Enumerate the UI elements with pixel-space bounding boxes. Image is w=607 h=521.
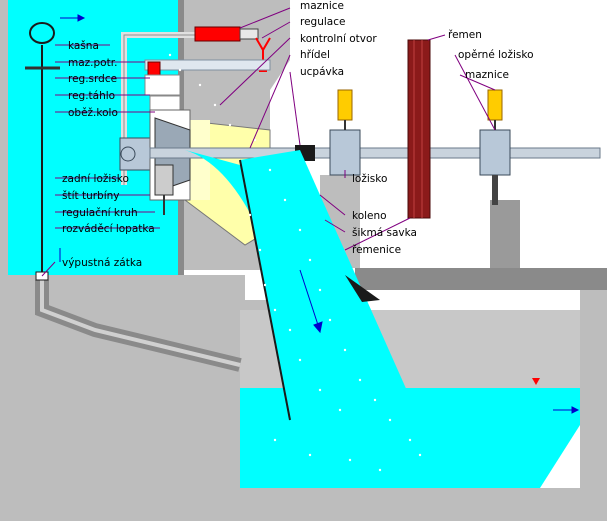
label-reg-tahlo: reg.táhlo [68, 90, 115, 102]
tailwater-floor [240, 488, 607, 521]
label-remenice: řemenice [352, 244, 401, 256]
reg-lower-housing [149, 95, 181, 111]
draft-tube-edge-left [239, 159, 291, 421]
bearing-pillar [490, 200, 520, 268]
water-spray [168, 53, 422, 472]
label-maznice-right: maznice [465, 69, 509, 81]
bearing-right-body [479, 129, 511, 176]
machine-floor [355, 268, 607, 290]
label-obez-kolo: oběž.kolo [68, 107, 118, 119]
water-level-marker [532, 378, 540, 385]
label-remen: řemen [448, 29, 482, 41]
label-sikma-savka: šikmá savka [352, 227, 417, 239]
label-regulacni-kruh: regulační kruh [62, 207, 138, 219]
lubrication-pipe-edge [123, 34, 195, 185]
label-operne-lozisko: opěrné ložisko [458, 49, 534, 61]
label-ucpavka: ucpávka [300, 66, 344, 78]
label-lozisko: ložisko [352, 173, 387, 185]
label-rozvadeci-lopatka: rozváděcí lopatka [62, 223, 155, 235]
label-stit-turbiny: štít turbíny [62, 190, 120, 202]
label-kontrolni-otvor: kontrolní otvor [300, 33, 377, 45]
draft-tube-lip [345, 275, 380, 302]
label-regulace: regulace [300, 16, 345, 28]
draft-tube [240, 150, 420, 420]
rear-bearing-cap [120, 146, 136, 162]
regulation-rod [144, 59, 271, 71]
left-edge [0, 0, 8, 521]
belt-pulley [407, 39, 431, 219]
label-koleno: koleno [352, 210, 387, 222]
lubricator-right [487, 89, 503, 121]
main-shaft [149, 147, 601, 159]
foundation-bolt [492, 175, 498, 205]
label-hridel: hřídel [300, 49, 330, 61]
label-maz-potr: maz.potr. [68, 57, 117, 69]
reg-housing [144, 74, 181, 96]
drain-pipe-highlight [40, 280, 241, 367]
reg-core [147, 61, 161, 77]
label-reg-srdce: reg.srdce [68, 73, 117, 85]
leader-lines [41, 7, 496, 277]
drain-handle-ring [29, 22, 55, 44]
guide-vane [154, 164, 174, 196]
lubricator-left [337, 89, 353, 121]
bearing-left-body [329, 129, 361, 176]
right-wall [580, 290, 607, 521]
label-zadni-lozisko: zadní ložisko [62, 173, 129, 185]
regulator-cylinder [194, 26, 241, 42]
regulator-spring [239, 28, 259, 40]
label-kasna: kašna [68, 40, 99, 52]
label-maznice-top: maznice [300, 0, 344, 12]
flow-arrows [59, 14, 580, 414]
label-vypustna-zatka: výpustná zátka [62, 257, 142, 269]
